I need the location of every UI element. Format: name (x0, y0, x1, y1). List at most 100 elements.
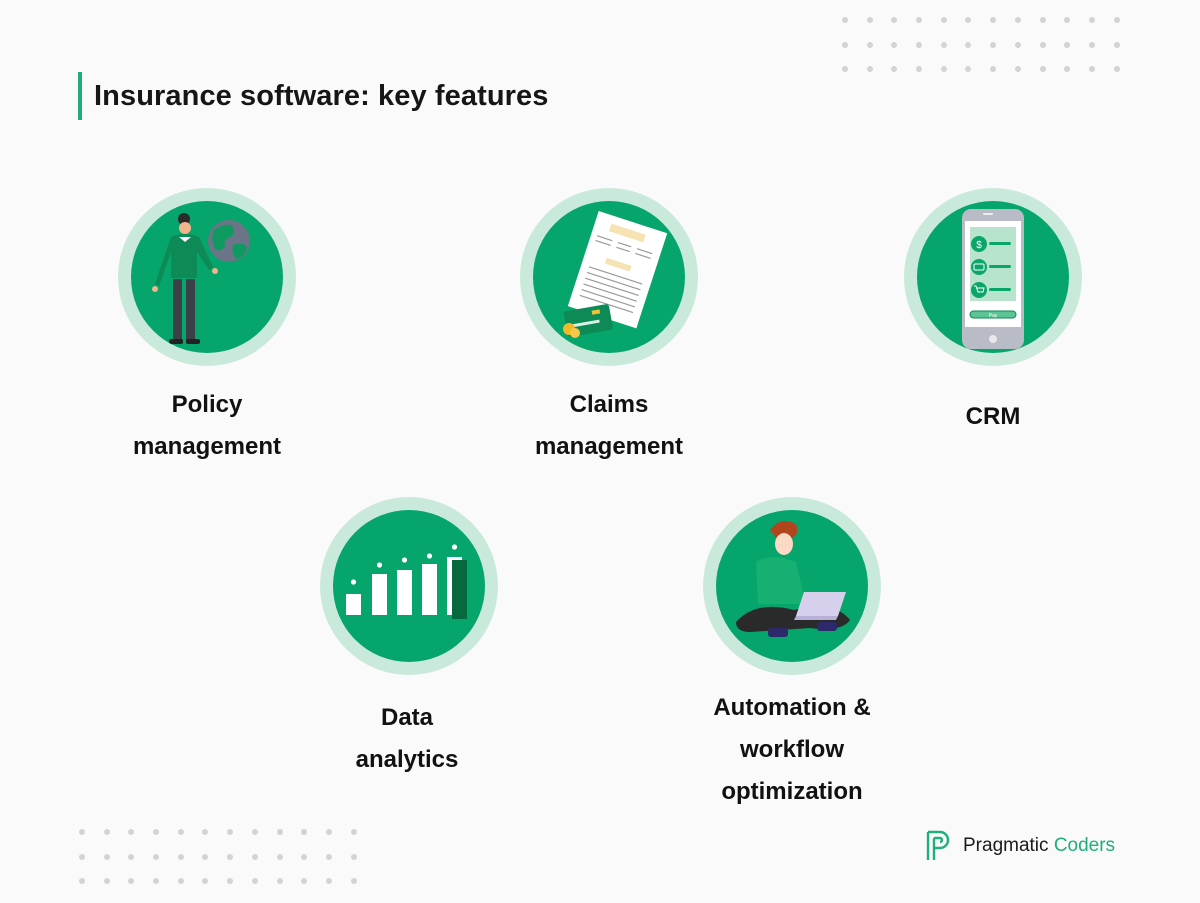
decorative-dot (1014, 66, 1021, 72)
brand-name-accent: Coders (1053, 835, 1116, 856)
decorative-dot (350, 853, 357, 860)
person-with-globe-icon (131, 201, 283, 353)
brand-logo: Pragmatic Coders (925, 829, 1115, 863)
smartphone-payment-icon: $ Pay (917, 201, 1069, 353)
decorative-dot (965, 66, 972, 72)
person-with-laptop-icon (716, 510, 868, 662)
decorative-dot (1014, 17, 1021, 23)
decorative-dot (325, 878, 332, 884)
decorative-dot (103, 878, 110, 884)
decorative-dot (153, 878, 160, 884)
decorative-dot (1113, 66, 1120, 72)
decorative-dot (1039, 41, 1046, 48)
decorative-dot (891, 41, 898, 48)
decorative-dot (276, 829, 283, 835)
title-accent-bar (78, 72, 82, 120)
decorative-dot (990, 41, 997, 48)
decorative-dot (227, 853, 234, 860)
decorative-dot (177, 829, 184, 835)
brand-name-primary: Pragmatic (963, 835, 1049, 856)
feature-label: Claims management (479, 384, 739, 468)
decorative-dot (1088, 17, 1095, 23)
feature-label-line: Claims (569, 391, 649, 418)
pragmatic-coders-p-logo-icon (926, 830, 950, 860)
decorative-dot (177, 878, 184, 884)
decorative-dot (916, 17, 923, 23)
decorative-dot (79, 829, 85, 835)
decorative-dot (227, 878, 234, 884)
decorative-dot-grid-top (842, 17, 1138, 91)
feature-label-line: Automation & (713, 694, 871, 721)
decorative-dot (1064, 66, 1071, 72)
feature-label-line: workflow (739, 736, 844, 763)
svg-text:Pay: Pay (989, 313, 998, 319)
decorative-dot (990, 66, 997, 72)
brand-name: Pragmatic Coders (963, 835, 1115, 857)
decorative-dot (251, 829, 258, 835)
decorative-dot (1113, 17, 1120, 23)
decorative-dot (866, 17, 873, 23)
decorative-dot (128, 853, 135, 860)
claim-document-with-card-icon (533, 201, 685, 353)
decorative-dot (842, 41, 848, 48)
feature-label-line: management (132, 433, 282, 460)
decorative-dot (1064, 17, 1071, 23)
feature-circle (320, 497, 498, 675)
page-header: Insurance software: key features (78, 72, 549, 120)
decorative-dot (1088, 66, 1095, 72)
decorative-dot (202, 878, 209, 884)
decorative-dot (251, 853, 258, 860)
decorative-dot (301, 853, 308, 860)
feature-label-line: optimization (721, 778, 863, 805)
decorative-dot (301, 878, 308, 884)
decorative-dot (842, 66, 848, 72)
decorative-dot (916, 41, 923, 48)
decorative-dot (79, 878, 85, 884)
feature-label-line: analytics (355, 746, 459, 773)
decorative-dot (866, 41, 873, 48)
decorative-dot (1039, 17, 1046, 23)
feature-circle (520, 188, 698, 366)
decorative-dot (940, 66, 947, 72)
decorative-dot (301, 829, 308, 835)
decorative-dot (153, 829, 160, 835)
decorative-dot (276, 853, 283, 860)
decorative-dot (79, 853, 85, 860)
decorative-dot (227, 829, 234, 835)
decorative-dot (128, 829, 135, 835)
decorative-dot-grid-bottom (79, 829, 375, 903)
decorative-dot (842, 17, 848, 23)
feature-circle: $ Pay (904, 188, 1082, 366)
feature-circle (703, 497, 881, 675)
decorative-dot (325, 829, 332, 835)
decorative-dot (940, 41, 947, 48)
feature-label: Policy management (77, 384, 337, 468)
decorative-dot (965, 41, 972, 48)
decorative-dot (1039, 66, 1046, 72)
decorative-dot (325, 853, 332, 860)
decorative-dot (128, 878, 135, 884)
feature-label: CRM (863, 396, 1123, 438)
decorative-dot (940, 17, 947, 23)
svg-text:$: $ (976, 240, 982, 251)
decorative-dot (891, 17, 898, 23)
decorative-dot (202, 829, 209, 835)
feature-label-line: CRM (965, 403, 1021, 430)
decorative-dot (350, 829, 357, 835)
decorative-dot (202, 853, 209, 860)
decorative-dot (1113, 41, 1120, 48)
feature-label-line: Data (380, 704, 434, 731)
decorative-dot (1064, 41, 1071, 48)
feature-circle (118, 188, 296, 366)
page-title: Insurance software: key features (94, 79, 549, 112)
decorative-dot (103, 829, 110, 835)
decorative-dot (891, 66, 898, 72)
decorative-dot (251, 878, 258, 884)
decorative-dot (276, 878, 283, 884)
decorative-dot (103, 853, 110, 860)
decorative-dot (177, 853, 184, 860)
decorative-dot (350, 878, 357, 884)
decorative-dot (153, 853, 160, 860)
decorative-dot (990, 17, 997, 23)
feature-label-line: Policy (171, 391, 243, 418)
